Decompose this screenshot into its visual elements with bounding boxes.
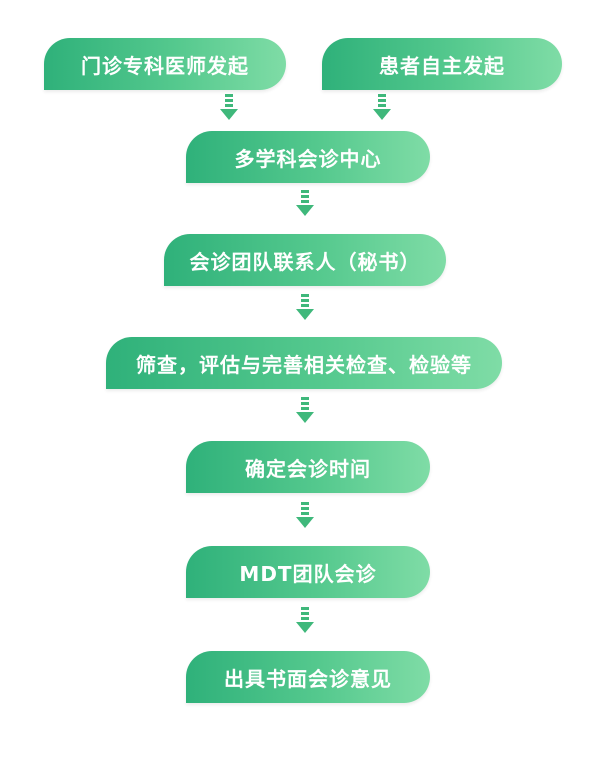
node-patient-initiated: 患者自主发起	[322, 38, 562, 90]
arrow-down-icon	[373, 94, 391, 120]
node-written-opinion: 出具书面会诊意见	[186, 651, 430, 703]
node-label: MDT团队会诊	[239, 561, 377, 586]
arrow-down-icon	[296, 607, 314, 633]
arrow-down-icon	[296, 397, 314, 423]
node-mdt-consultation: MDT团队会诊	[186, 546, 430, 598]
node-label: 出具书面会诊意见	[224, 666, 392, 691]
arrow-down-icon	[296, 502, 314, 528]
arrow-down-icon	[296, 294, 314, 320]
node-mdt-center: 多学科会诊中心	[186, 131, 430, 183]
node-label: 会诊团队联系人（秘书）	[189, 249, 421, 274]
node-doctor-initiated: 门诊专科医师发起	[44, 38, 286, 90]
arrow-down-icon	[220, 94, 238, 120]
node-label: 筛查，评估与完善相关检查、检验等	[136, 352, 472, 377]
arrow-down-icon	[296, 190, 314, 216]
node-team-secretary: 会诊团队联系人（秘书）	[164, 234, 446, 286]
node-label: 确定会诊时间	[245, 456, 371, 481]
node-label: 多学科会诊中心	[234, 146, 382, 171]
node-label: 门诊专科医师发起	[81, 53, 249, 78]
node-screening-assessment: 筛查，评估与完善相关检查、检验等	[106, 337, 502, 389]
node-label: 患者自主发起	[379, 53, 505, 78]
node-schedule-consultation: 确定会诊时间	[186, 441, 430, 493]
